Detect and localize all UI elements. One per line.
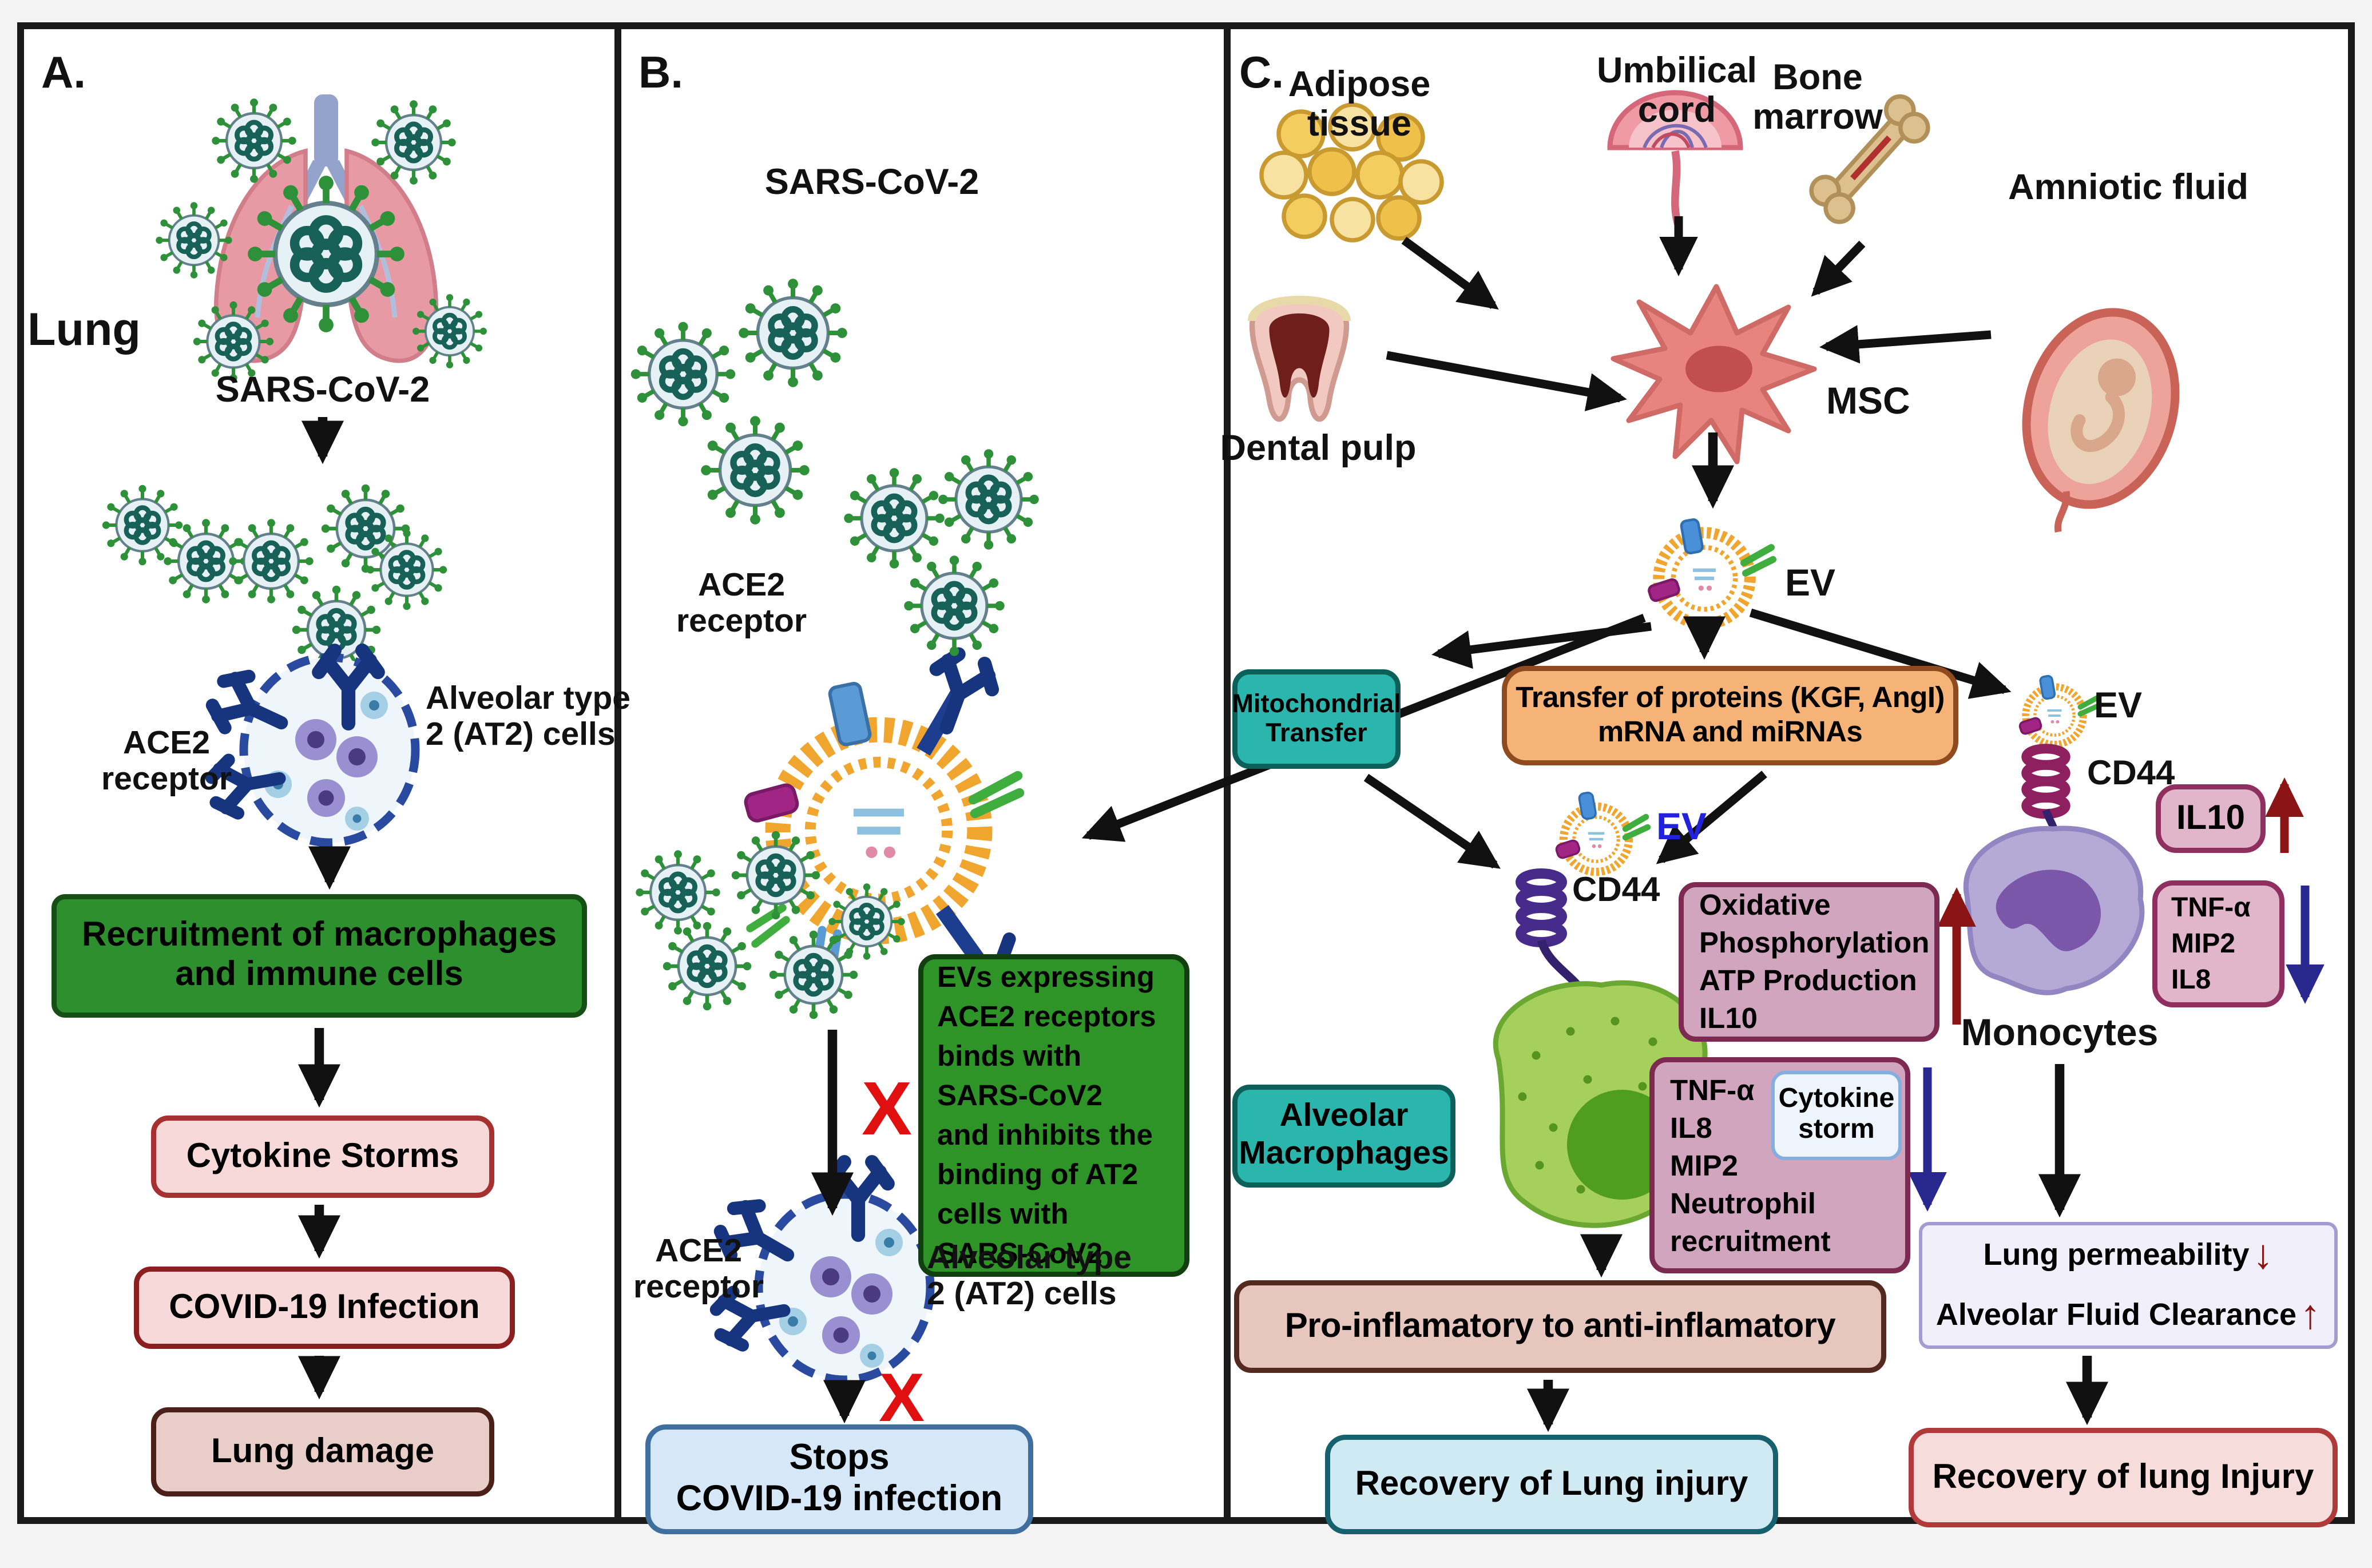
ev-icon (1648, 518, 1776, 624)
virus-cluster-b-top (631, 279, 1039, 569)
monocyte-icon (1963, 825, 2145, 995)
blocked-x-icon: X (879, 1361, 925, 1436)
pro-anti-inflammatory-box: Pro-inflamatory to anti-inflamatory (1234, 1280, 1886, 1373)
increase-arrow-icon: ↑ (2300, 1291, 2321, 1338)
panel-b-label: B. (638, 46, 683, 98)
dental-pulp-label: Dental pulp (1220, 429, 1417, 469)
msc-cell-icon (1611, 284, 1817, 465)
il10-box: IL10 (2156, 784, 2266, 853)
dental-pulp-icon (1248, 296, 1351, 422)
umbilical-label: Umbilical cord (1596, 51, 1758, 131)
umbilical-cord-icon (1607, 90, 1743, 228)
amniotic-fluid-icon (2022, 308, 2180, 533)
ev-label: EV (1785, 561, 1836, 604)
panel-divider-bc (1224, 22, 1231, 1524)
panel-c-label: C. (1239, 46, 1284, 98)
adipose-label: Adipose tissue (1288, 65, 1431, 145)
ev3-label: EV (2094, 686, 2143, 726)
recovery-lung-injury-right-box: Recovery of lung Injury (1909, 1428, 2338, 1527)
bone-marrow-label: Bone marrow (1752, 58, 1883, 138)
ev2-label: EV (1656, 805, 1707, 848)
recovery-lung-injury-mid-box: Recovery of Lung injury (1325, 1435, 1778, 1534)
decrease-arrow-icon: ↓ (2252, 1231, 2274, 1278)
msc-label: MSC (1826, 379, 1910, 422)
flow-arrows (298, 417, 2109, 1432)
cd44-right-label: CD44 (2087, 755, 2175, 793)
protein-transfer-box: Transfer of proteins (KGF, AngI)mRNA and… (1502, 666, 1958, 765)
cd44-label: CD44 (1572, 872, 1660, 910)
lung-permeability-box: Lung permeability↓ Alveolar Fluid Cleara… (1919, 1222, 2338, 1349)
monocytes-label: Monocytes (1961, 1011, 2159, 1054)
at2-cell-icon (759, 1194, 930, 1380)
covid-infection-box: COVID-19 Infection (134, 1267, 515, 1349)
lung-damage-box: Lung damage (151, 1407, 494, 1496)
source-arrows (1081, 216, 2012, 869)
virus-cluster-a (102, 485, 447, 674)
panel-a-label: A. (41, 46, 86, 98)
blocked-x-icon: X (862, 1067, 913, 1152)
lung-label: Lung (27, 304, 141, 355)
ev-ace2-icon (744, 649, 1036, 1014)
bone-marrow-icon (1809, 94, 1930, 224)
level-arrows (1908, 777, 2325, 1212)
at2-cell-icon (244, 657, 415, 843)
panel-divider-ab (614, 22, 621, 1524)
sars-label-b: SARS-CoV-2 (764, 163, 979, 203)
ev-icon (2018, 674, 2102, 832)
adipose-tissue-icon (1259, 102, 1444, 243)
amniotic-label: Amniotic fluid (2008, 168, 2248, 208)
cytokine-storms-box: Cytokine Storms (151, 1116, 494, 1198)
sars-label-a: SARS-CoV-2 (215, 371, 430, 410)
virus-icon (904, 555, 1005, 656)
